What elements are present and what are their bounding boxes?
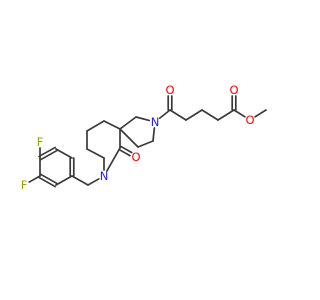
bond-Ca-N2 [135, 116, 151, 122]
bond-r2-r3 [40, 173, 58, 185]
bond-r6-r1 [40, 149, 58, 161]
bond-C4-C3 [86, 120, 105, 132]
bond-C6-C5 [86, 148, 105, 159]
bond-C3-spiro [103, 120, 121, 130]
atom-label-f1: F [37, 135, 44, 149]
bond-CH2-N1 [87, 178, 100, 186]
bond-spiro-Ca [119, 116, 137, 130]
bond-Ccarb-N1 [106, 147, 121, 172]
bond-r5-r6 [55, 148, 73, 159]
atom-label-n-lactam: N [100, 169, 109, 183]
atom-label-o-ester-ether: O [245, 113, 254, 127]
bond-Cc-spiro [119, 128, 139, 148]
bond-r4-CH2 [71, 175, 89, 186]
bond-Cest-O4 [233, 109, 246, 118]
bond-Cam-C2 [169, 109, 187, 121]
atom-labels: F F N N O O O O [21, 83, 255, 192]
bonds [28, 95, 267, 188]
bond-C2-C3c [185, 109, 203, 121]
bond-Ccarb-O1 [118, 148, 131, 157]
bond-r3-r4 [55, 175, 73, 186]
bond-r6-r1 [38, 146, 56, 158]
bond-Ccarb-O1 [120, 145, 133, 154]
bond-N2-Cb [152, 127, 156, 142]
bond-O4-Me [254, 109, 267, 118]
bond-Cb-Cc [137, 140, 154, 148]
atom-label-o-lactam: O [131, 150, 140, 164]
bond-C4c-Cest [217, 109, 235, 121]
bond-r2-r3 [38, 176, 56, 188]
atom-label-o-amide: O [165, 83, 174, 97]
atom-label-o-ester-carbonyl: O [229, 83, 238, 97]
bond-N2-Cam [158, 109, 171, 120]
atom-label-f2: F [21, 178, 28, 192]
molecule-diagram: F F N N O O O O [21, 83, 267, 192]
bond-C3c-C4c [201, 109, 219, 121]
bond-r2-F2 [28, 175, 41, 183]
atom-label-n-pyrrolidine: N [151, 115, 160, 129]
